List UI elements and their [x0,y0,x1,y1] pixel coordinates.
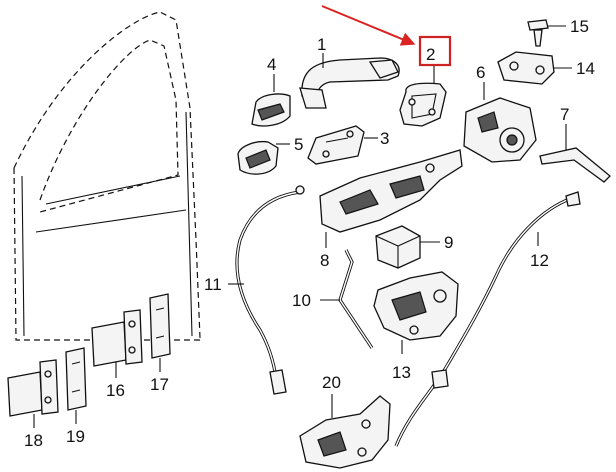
callout-18: 18 [24,431,43,450]
callout-8: 8 [320,251,329,270]
part-9-bracket [375,225,440,269]
callout-15: 15 [570,17,589,36]
part-10-link-rod [320,249,374,349]
callout-12: 12 [530,251,549,270]
door-frame-outline [13,11,201,341]
callout-19: 19 [66,427,85,446]
part-14-bracket [497,51,572,85]
part-6-actuator [463,82,537,163]
highlight-box [418,35,452,67]
callout-14: 14 [576,59,595,78]
callout-4: 4 [267,55,276,74]
callout-2: 2 [426,45,435,64]
part-2-handle-gasket [399,66,447,127]
part-1-outside-handle [299,53,400,109]
part-16-hinge [91,309,143,378]
part-20-door-check [299,394,391,469]
callout-11: 11 [204,275,222,294]
callout-20: 20 [322,373,341,392]
callout-17: 17 [150,375,169,394]
part-12-cable [394,191,581,447]
part-5-cover [237,140,290,175]
part-7-rod [539,124,611,183]
callout-1: 1 [317,35,326,54]
highlight-arrow [321,5,416,46]
callout-13: 13 [392,363,411,382]
part-13-door-latch [373,271,459,354]
callout-16: 16 [106,381,125,400]
callout-3: 3 [380,129,389,148]
part-15-screw [527,19,566,47]
part-17-shim [149,293,171,372]
part-19-shim [65,347,87,424]
callout-10: 10 [292,291,311,310]
part-4-handle-cap [251,74,291,127]
part-11-cable [228,185,305,395]
part-3-gasket [307,125,378,165]
callout-5: 5 [294,135,303,154]
callout-6: 6 [476,63,485,82]
callout-7: 7 [560,105,569,124]
part-18-hinge [7,359,59,428]
callout-9: 9 [444,233,453,252]
part-8-latch-assembly [319,149,463,248]
